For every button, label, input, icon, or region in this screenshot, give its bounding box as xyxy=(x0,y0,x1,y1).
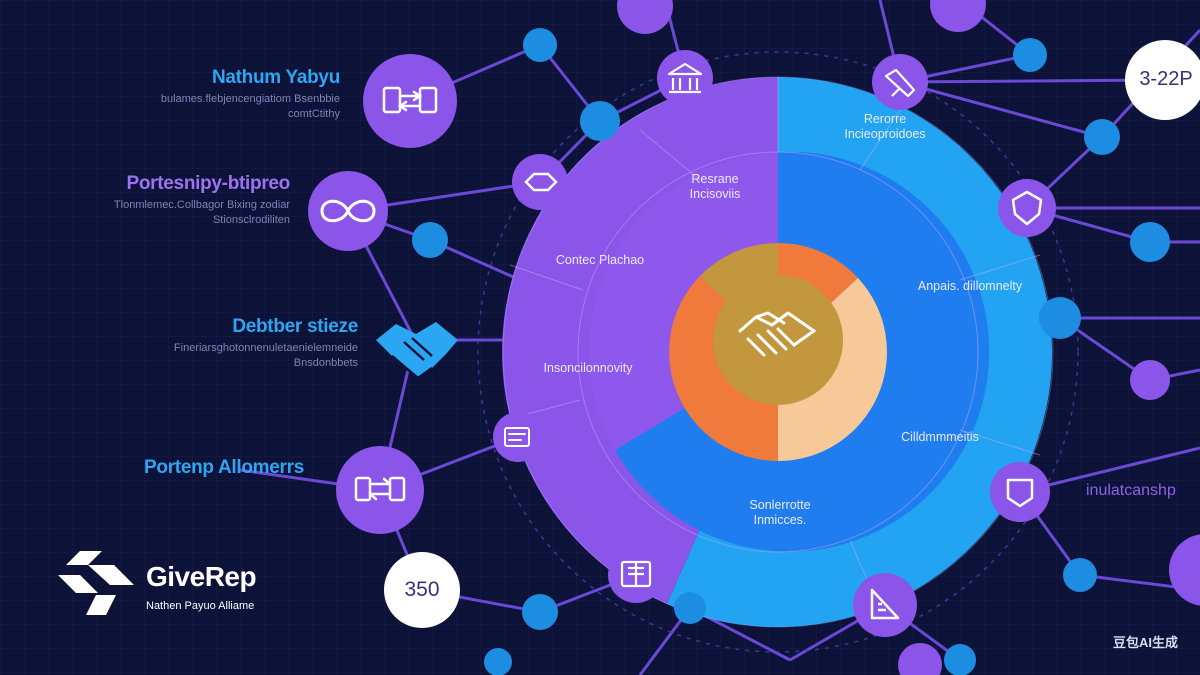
ring-label-mid-right: Cilldmmmeitis xyxy=(880,430,1000,445)
ring-label-outer-top-right-line-1: Rerorre xyxy=(863,112,907,126)
left-label-3-line-2: Bnsdonbbets xyxy=(293,357,358,369)
ring-label-outer-bottom-line-2: Inmicces. xyxy=(753,513,807,527)
logo-mark-icon xyxy=(58,551,134,615)
network-dots xyxy=(412,28,1170,675)
giverep-logo: GiveRep Nathen Payuo Alliame xyxy=(58,543,318,623)
icon-node-document[interactable] xyxy=(493,412,543,462)
left-label-2-title: Portesnipy-btipreo xyxy=(126,173,290,194)
ring-label-mid-left-top: Contec Plachao xyxy=(540,253,660,268)
number-node-top-right xyxy=(1125,40,1200,120)
left-label-3-subtitle: Fineriarsghotonnenuletaenielemneide Bnsd… xyxy=(174,341,358,371)
left-label-1-line-2: comtCtithy xyxy=(288,108,340,120)
left-label-1-line-1: bulames.flebjencengiatiom Bsenbbie xyxy=(160,93,340,105)
ring-label-mid-left-line-1: Insoncilonnovity xyxy=(543,361,633,375)
left-label-4: Portenp Allomerrs xyxy=(144,457,304,479)
icon-node-corner-right xyxy=(1169,534,1200,606)
left-label-2-subtitle: Tlonmlemec.Collbagor Bixing zodiar Stion… xyxy=(114,198,290,228)
right-label: inulatcanshp xyxy=(1086,482,1176,499)
ring-label-mid-top-line-1: Resrane xyxy=(691,172,739,186)
ring-label-mid-left-top-line-1: Contec Plachao xyxy=(555,253,645,267)
left-label-1-title: Nathum Yabyu xyxy=(211,67,340,88)
icon-node-link[interactable] xyxy=(512,154,568,210)
icon-node-exchange[interactable] xyxy=(336,446,424,534)
left-label-2-line-1: Tlonmlemec.Collbagor Bixing zodiar xyxy=(113,199,290,211)
icon-node-bank[interactable] xyxy=(657,50,713,106)
number-node-bottom-left xyxy=(384,552,460,628)
icon-node-transfer[interactable] xyxy=(363,54,457,148)
number-top-right: 3-22P xyxy=(1139,68,1193,90)
ring-label-mid-right-top-line-1: Anpais. dillomnelty xyxy=(917,279,1023,293)
number-bottom-left: 350 xyxy=(404,578,440,601)
left-label-3-line-1: Fineriarsghotonnenuletaenielemneide xyxy=(173,342,358,354)
ring-label-outer-top-right: Rerorre Incieoproidoes xyxy=(830,112,940,142)
icon-node-shield[interactable] xyxy=(998,179,1056,237)
logo-tagline: Nathen Payuo Alliame xyxy=(146,600,255,612)
left-label-3-title: Debtber stieze xyxy=(232,316,358,337)
left-label-2: Portesnipy-btipreo Tlonmlemec.Collbagor … xyxy=(114,173,290,228)
left-label-1-subtitle: bulames.flebjencengiatiom Bsenbbie comtC… xyxy=(161,92,340,122)
left-label-4-title: Portenp Allomerrs xyxy=(144,457,304,478)
watermark: 豆包AI生成 xyxy=(1112,635,1178,650)
ring-label-mid-top: Resrane Incisoviis xyxy=(665,172,765,202)
ring-label-mid-right-line-1: Cilldmmmeitis xyxy=(901,430,979,444)
ring-label-mid-top-line-2: Incisoviis xyxy=(689,187,741,201)
ring-label-mid-left: Insoncilonnovity xyxy=(518,361,658,376)
ring-label-outer-top-right-line-2: Incieoproidoes xyxy=(844,127,926,141)
ring-label-outer-bottom: Sonlerrotte Inmicces. xyxy=(725,498,835,528)
left-label-1: Nathum Yabyu bulames.flebjencengiatiom B… xyxy=(161,67,340,122)
left-label-3: Debtber stieze Fineriarsghotonnenuletaen… xyxy=(174,316,358,371)
logo-name: GiveRep xyxy=(146,561,257,592)
handshake-icon xyxy=(376,322,458,380)
left-label-2-line-2: Stionsclrodiliten xyxy=(212,214,290,226)
ring-label-mid-right-top: Anpais. dillomnelty xyxy=(900,279,1040,294)
icon-node-ruler[interactable] xyxy=(853,573,917,637)
icon-node-bank-bottom[interactable] xyxy=(608,547,664,603)
ring-label-outer-bottom-line-1: Sonlerrotte xyxy=(749,498,811,512)
icon-node-document-right[interactable] xyxy=(990,462,1050,522)
handshake-icon xyxy=(738,311,816,357)
icon-node-infinity[interactable] xyxy=(308,171,388,251)
icon-node-handshake-small[interactable] xyxy=(872,54,928,110)
